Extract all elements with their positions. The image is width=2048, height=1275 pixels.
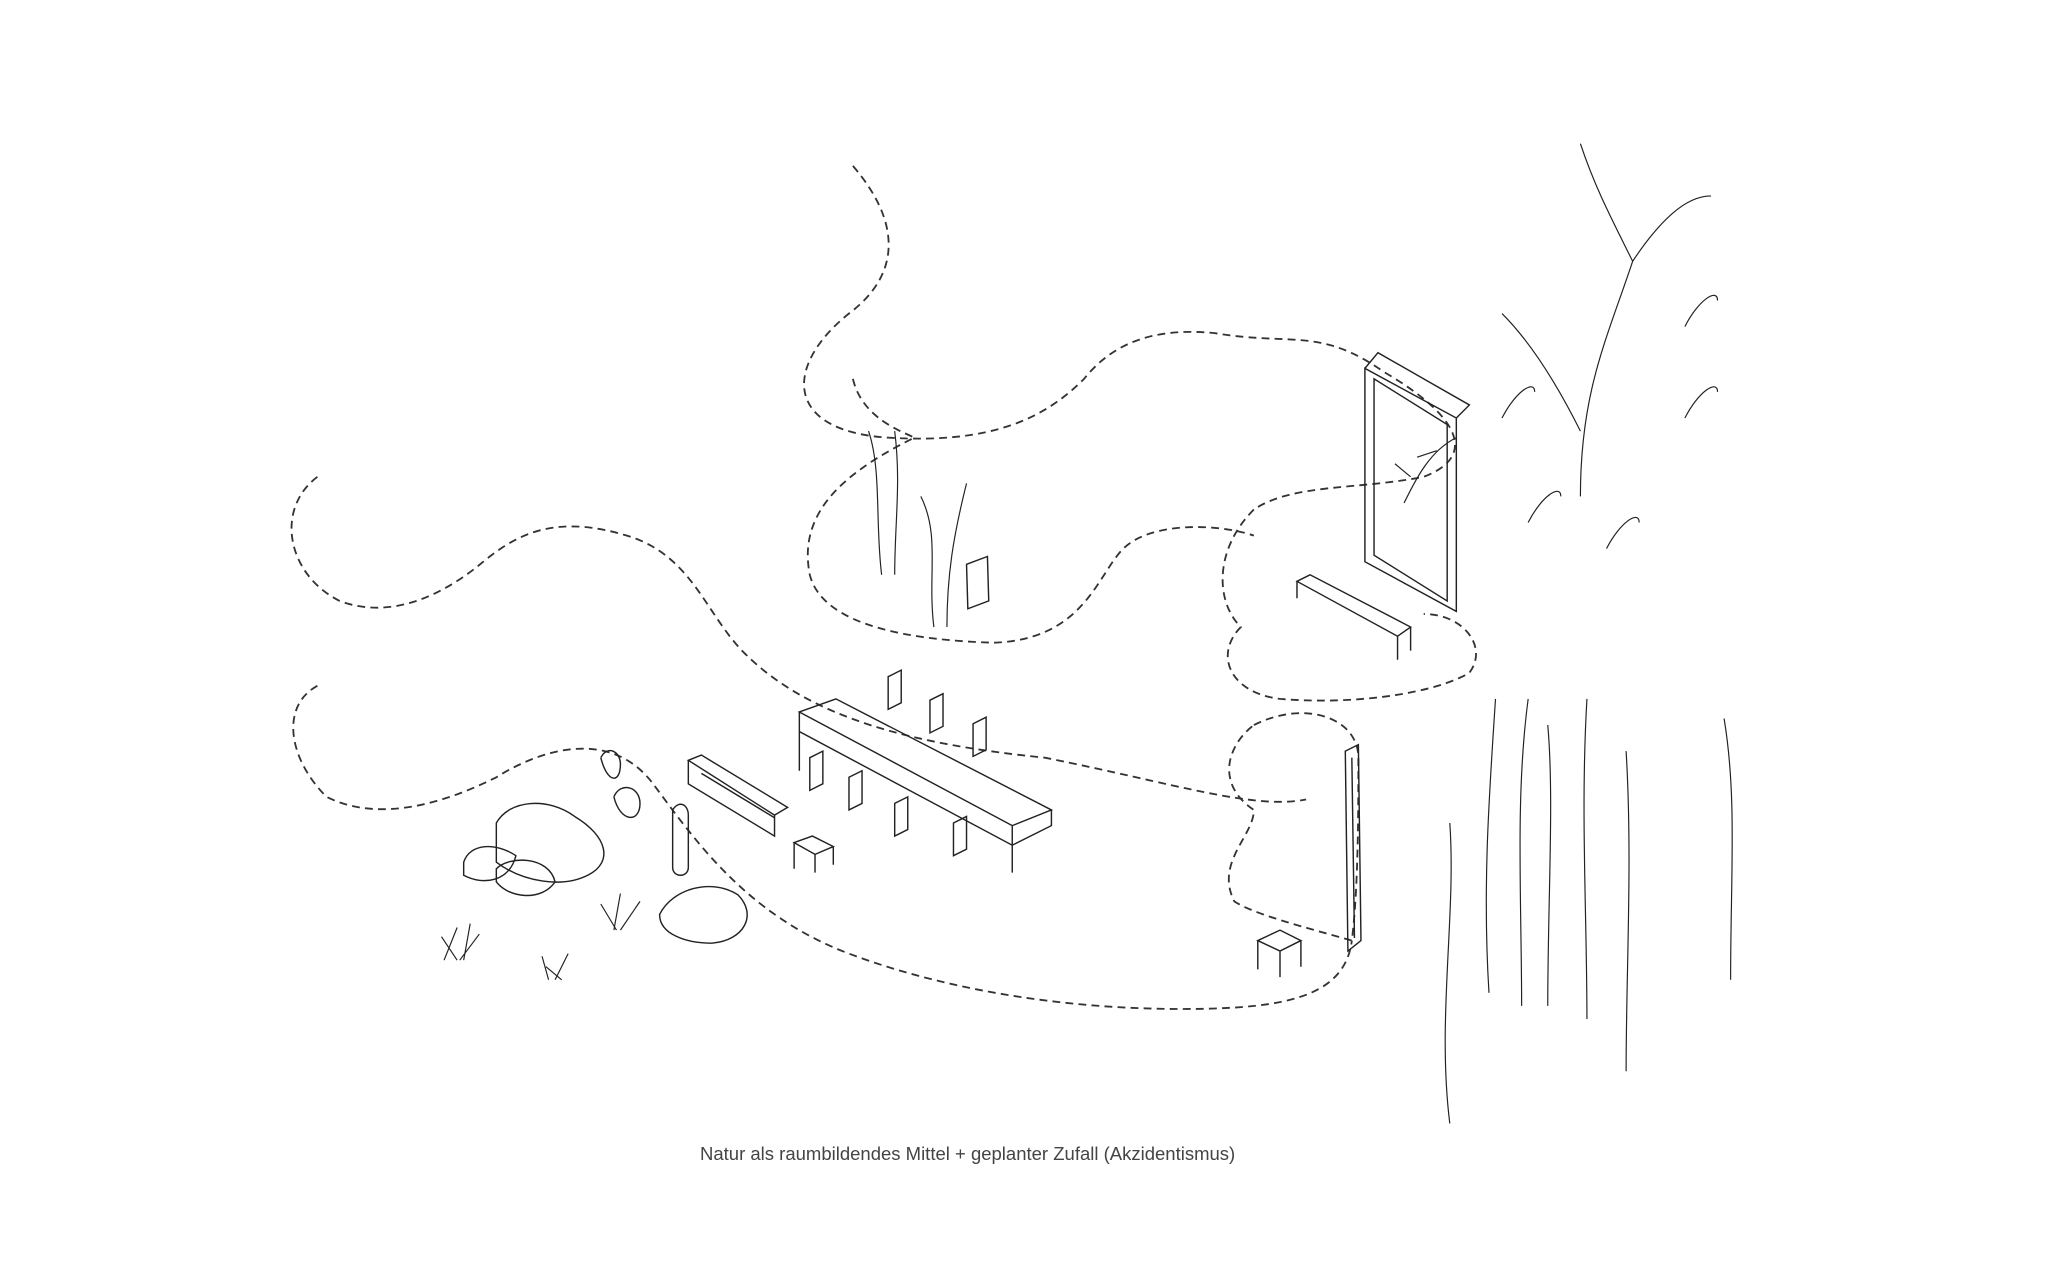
plants bbox=[868, 143, 1733, 1124]
figure-caption: Natur als raumbildendes Mittel + geplant… bbox=[700, 1143, 1236, 1164]
furniture bbox=[686, 351, 1471, 978]
dashed-zone-boundaries bbox=[290, 165, 1477, 1010]
rocks-and-cacti bbox=[440, 749, 748, 981]
